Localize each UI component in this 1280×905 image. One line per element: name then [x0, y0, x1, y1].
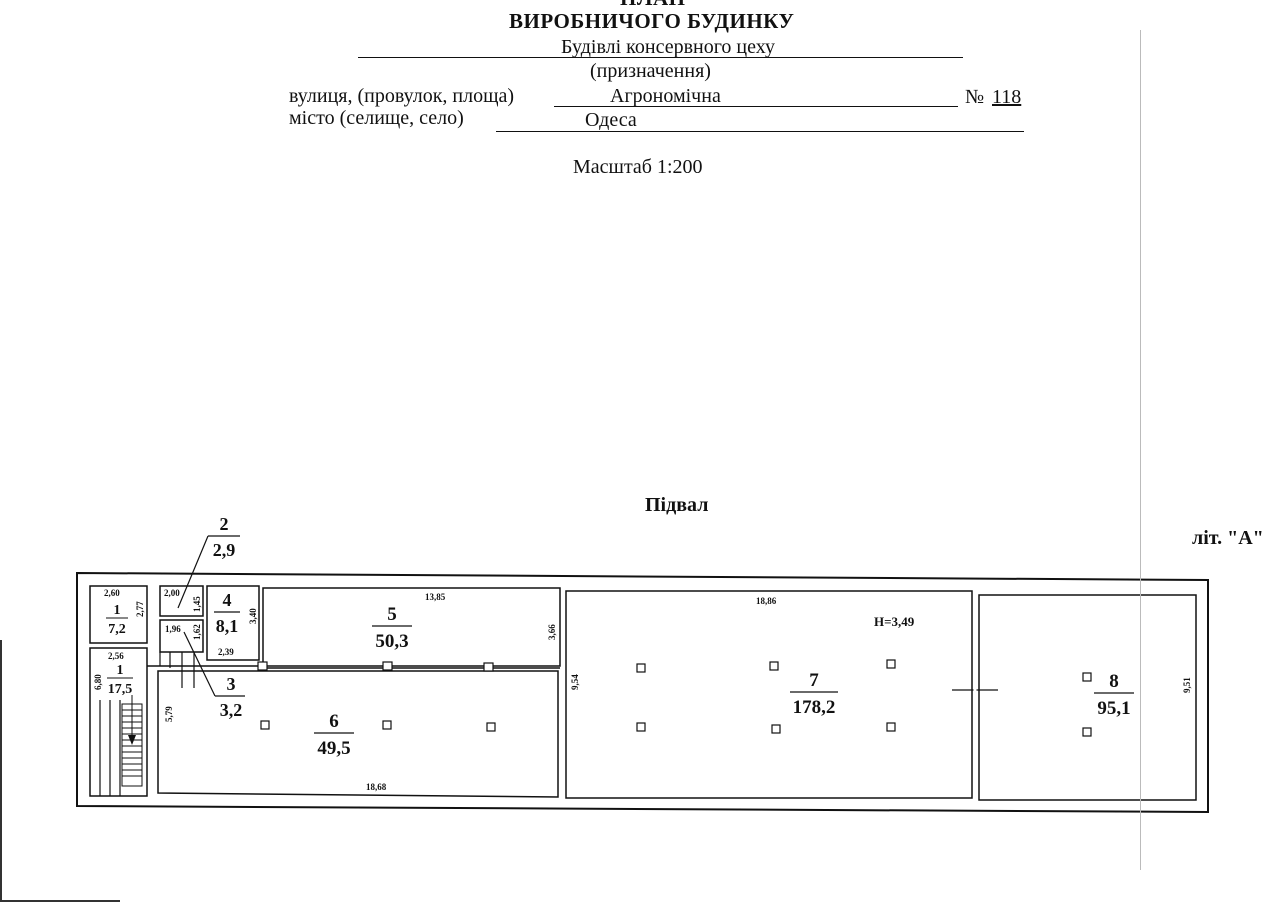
house-number: 118	[992, 86, 1022, 108]
letter-label: літ. "А"	[1192, 527, 1264, 549]
dim-label: 18,86	[756, 596, 777, 606]
dim-label: 5,79	[164, 706, 174, 722]
room-area: 8,1	[216, 616, 239, 636]
building-name: Будівлі консервного цеху	[561, 36, 775, 58]
room-area: 49,5	[317, 738, 350, 759]
room-label-6: 6 49,5	[314, 711, 354, 759]
section-title: Підвал	[645, 494, 709, 516]
dim-label: 3,66	[547, 624, 557, 640]
dim-label: 13,85	[425, 592, 446, 602]
room-label-5: 5 50,3	[372, 604, 412, 652]
dim-label: 6,80	[93, 674, 103, 690]
city-value: Одеса	[585, 109, 637, 131]
room-6-outline	[157, 670, 559, 798]
dim-label: 1,62	[192, 624, 202, 640]
document-title: ВИРОБНИЧОГО БУДИНКУ	[509, 9, 795, 33]
dim-label: 3,40	[248, 608, 258, 624]
dim-label: 1,45	[192, 596, 202, 612]
room-label-3: 3 3,2	[183, 631, 245, 720]
building-underline	[358, 57, 963, 58]
number-label: №	[965, 86, 985, 108]
room-label-4: 4 8,1	[214, 590, 240, 636]
dim-label: 9,54	[570, 674, 580, 690]
dim-label: 2,60	[104, 588, 120, 598]
scale-label: Масштаб 1:200	[573, 156, 703, 178]
room-label-1b: 1 17,5	[107, 663, 133, 697]
room-number: 3	[227, 674, 236, 694]
room-area: 50,3	[375, 631, 408, 652]
street-underline	[554, 106, 958, 107]
height-note: Н=3,49	[874, 614, 915, 629]
room-number: 5	[387, 604, 397, 625]
dim-label: 2,77	[135, 601, 145, 617]
room-area: 178,2	[793, 697, 836, 718]
room-number: 4	[223, 590, 232, 610]
room-area: 95,1	[1097, 698, 1130, 719]
scan-edge-left	[0, 640, 2, 902]
room-area: 7,2	[108, 622, 126, 637]
dim-label: 18,68	[366, 782, 387, 792]
dim-label: 2,56	[108, 651, 124, 661]
room-area: 17,5	[108, 682, 133, 697]
purpose-caption: (призначення)	[590, 60, 711, 82]
room-1b-outline	[89, 647, 148, 797]
stair-arrow-head	[128, 735, 136, 745]
room-4-outline	[206, 585, 260, 661]
title-top: ПЛАН	[620, 0, 685, 11]
dim-label: 1,96	[165, 624, 181, 634]
room-5-outline	[262, 587, 561, 667]
room-1a-outline	[89, 585, 148, 644]
columns	[257, 659, 1092, 737]
street-value: Агрономічна	[610, 85, 721, 107]
outer-wall	[76, 571, 1209, 814]
room-number: 8	[1109, 671, 1119, 692]
room-number: 7	[809, 670, 819, 691]
room-number: 1	[117, 663, 124, 678]
dim-label: 9,51	[1182, 677, 1192, 693]
room-label-2: 2 2,9	[177, 514, 240, 609]
scan-edge-right	[1140, 30, 1141, 870]
dim-label: 2,00	[164, 588, 180, 598]
city-underline	[496, 131, 1024, 132]
street-label: вулиця, (провулок, площа)	[289, 85, 515, 107]
room-number: 1	[114, 603, 121, 618]
room-7-outline	[565, 590, 973, 799]
room-area: 2,9	[213, 540, 236, 560]
room-number: 2	[220, 514, 229, 534]
scan-edge-bottom	[0, 900, 120, 902]
room-2-outline	[159, 585, 204, 617]
room-label-7: 7 178,2	[790, 670, 838, 718]
dim-label: 2,39	[218, 647, 234, 657]
room-8-outline	[978, 594, 1197, 801]
room-area: 3,2	[220, 700, 243, 720]
room-number: 6	[329, 711, 339, 732]
room-label-1a: 1 7,2	[106, 603, 128, 637]
city-label: місто (селище, село)	[289, 107, 464, 129]
room-label-8: 8 95,1	[1094, 671, 1134, 719]
